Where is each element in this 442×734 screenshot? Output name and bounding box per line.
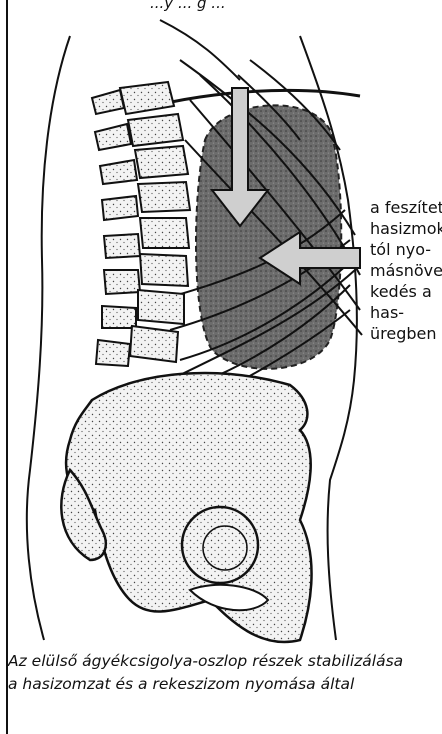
- side-label-line: tól nyo-: [370, 239, 440, 260]
- top-label-fragment: ...y ... g ...: [150, 0, 226, 12]
- pelvis-bone: [66, 373, 311, 642]
- side-label-line: hasizmok-: [370, 218, 440, 239]
- side-label-line: a feszített: [370, 197, 440, 218]
- side-label-line: has-: [370, 302, 440, 323]
- caption-line-2: a hasizomzat és a rekeszizom nyomása ált…: [8, 673, 438, 696]
- caption-line-1: Az elülső ágyékcsigolya-oszlop részek st…: [8, 650, 438, 673]
- side-label-line: másnöve-: [370, 260, 440, 281]
- body-outline-back: [27, 36, 70, 640]
- side-label-line: kedés a: [370, 281, 440, 302]
- side-label-line: üregben: [370, 323, 440, 344]
- lumbar-vertebrae: [92, 82, 190, 366]
- pressure-increase-label: a feszített hasizmok- tól nyo- másnöve- …: [370, 197, 440, 344]
- figure-caption: Az elülső ágyékcsigolya-oszlop részek st…: [8, 650, 438, 696]
